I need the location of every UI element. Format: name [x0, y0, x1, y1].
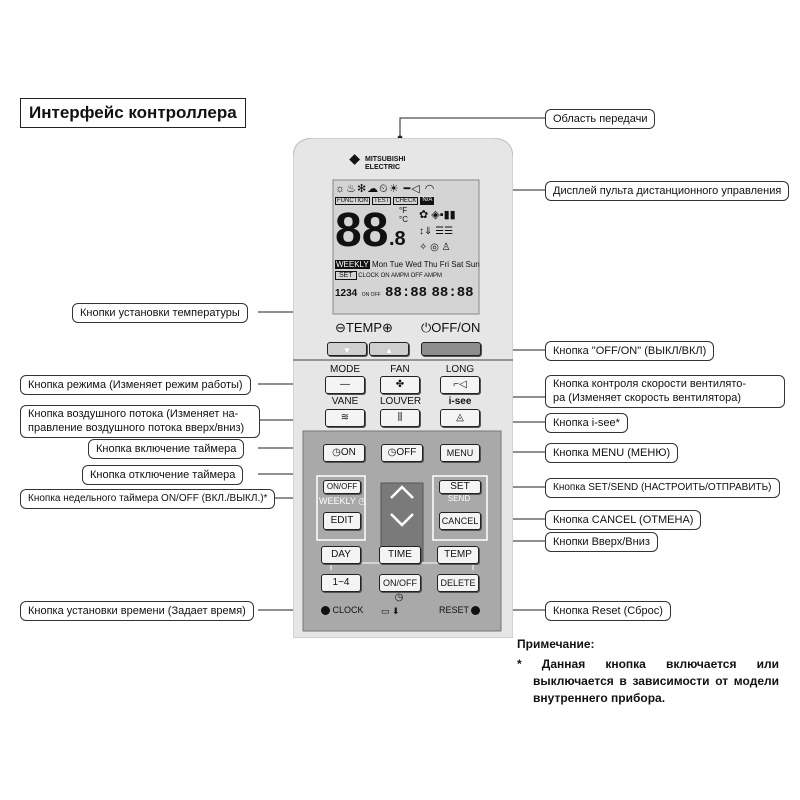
lcd-display: ☼♨✻☁⏲☀ ━◁ ◠ FUNCTION TEST CHECK N/A 88 .…: [335, 182, 480, 312]
louver-icon: ⫼: [397, 412, 403, 423]
mode-icons: ☼♨✻☁⏲☀ ━◁ ◠: [335, 183, 436, 195]
isee-indicator: ✧ ◎ ♙: [419, 242, 451, 253]
up-button[interactable]: [381, 483, 423, 522]
callout-temp-buttons: Кнопки установки температуры: [72, 303, 248, 323]
clock-button[interactable]: [321, 606, 330, 616]
temp-header: ⊖TEMP⊕: [335, 320, 393, 335]
temp-down-button[interactable]: ▼: [327, 342, 367, 356]
reset-button[interactable]: [471, 606, 481, 616]
remote-controller: ⯁ MITSUBISHI ELECTRIC ☼♨✻☁⏲☀ ━◁ ◠ FUNCTI…: [293, 138, 513, 638]
plus-icon: ⊕: [382, 320, 393, 335]
callout-timer-off: Кнопка отключение таймера: [82, 465, 244, 485]
temp-up-button[interactable]: ▲: [369, 342, 409, 356]
callout-cancel: Кнопка CANCEL (ОТМЕНА): [545, 510, 702, 530]
program-time-row: 1234 ON OFF 88:88 88:88: [335, 285, 474, 301]
mitsubishi-diamond-icon: ⯁: [349, 152, 361, 168]
note-body: * Данная кнопка включается или выключает…: [517, 657, 779, 705]
edit-button[interactable]: EDIT: [323, 512, 361, 530]
vane-label: VANE: [331, 396, 359, 407]
mode-button[interactable]: —: [325, 376, 365, 394]
clock-icon: ◷: [387, 447, 397, 458]
fan-speed-indicator: ✿ ◈▪▮▮: [419, 209, 456, 221]
callout-timer-on: Кнопка включение таймера: [88, 439, 245, 459]
long-label: LONG: [445, 364, 475, 375]
long-icon: ⌐◁: [453, 379, 467, 390]
callout-reset: Кнопка Reset (Сброс): [545, 601, 671, 621]
weekday-row: WEEKLY Mon Tue Wed Thu Fri Sat Sun: [335, 260, 480, 269]
long-button[interactable]: ⌐◁: [440, 376, 480, 394]
callout-mode: Кнопка режима (Изменяет режим работы): [20, 375, 251, 395]
callout-weekly: Кнопка недельного таймера ON/OFF (ВКЛ./В…: [20, 489, 276, 509]
clock-button-group: CLOCK: [321, 605, 364, 616]
callout-display: Дисплей пульта дистанционного управления: [545, 181, 790, 201]
callout-transmit: Область передачи: [545, 109, 656, 129]
reset-button-group: RESET: [439, 605, 481, 616]
line-transmit: [399, 117, 545, 138]
minus-icon: ⊖: [335, 320, 346, 335]
callout-clock: Кнопка установки времени (Задает время): [20, 601, 254, 621]
brand-logo: ⯁ MITSUBISHI ELECTRIC: [349, 152, 406, 171]
vane-button[interactable]: ≋: [325, 409, 365, 427]
callout-offon: Кнопка "OFF/ON" (ВЫКЛ/ВКЛ): [545, 341, 715, 361]
callout-menu: Кнопка MENU (МЕНЮ): [545, 443, 679, 463]
fan-button[interactable]: ✤: [380, 376, 420, 394]
offon-button[interactable]: [421, 342, 481, 356]
temp-program-button[interactable]: TEMP: [437, 546, 479, 564]
callout-setsend: Кнопка SET/SEND (НАСТРОИТЬ/ОТПРАВИТЬ): [545, 478, 780, 498]
vane-indicator: ↕⇓ ☰☰: [419, 226, 454, 237]
isee-label: i-see: [448, 396, 472, 407]
isee-icon: ◬: [456, 412, 464, 423]
cancel-button[interactable]: CANCEL: [439, 512, 481, 530]
timer-icon: ◷: [394, 592, 404, 603]
timer-off-button[interactable]: ◷OFF: [381, 444, 423, 462]
temperature-digits: 88: [335, 204, 389, 257]
temperature-decimal: .8: [389, 228, 406, 250]
lcd-function-row: FUNCTION TEST CHECK N/A: [335, 197, 435, 205]
menu-button[interactable]: MENU: [440, 444, 480, 462]
callout-isee: Кнопка i-see*: [545, 413, 628, 433]
program-number-button[interactable]: 1~4: [321, 574, 361, 592]
clock-icon: ◷: [358, 496, 367, 506]
fan-label: FAN: [390, 364, 410, 375]
chevron-up-icon: ▲: [385, 346, 393, 355]
weekly-onoff-button[interactable]: ON/OFF: [323, 480, 361, 494]
temperature-units: °F°C: [399, 206, 408, 224]
weekly-label: WEEKLY ◷: [319, 496, 367, 506]
delete-button[interactable]: DELETE: [437, 574, 479, 592]
chevron-down-icon: ▼: [343, 346, 351, 355]
power-icon: ⏻: [421, 320, 432, 335]
day-button[interactable]: DAY: [321, 546, 361, 564]
set-button[interactable]: SET: [439, 480, 481, 494]
callout-updown: Кнопки Вверх/Вниз: [545, 532, 658, 552]
fan-icon: ✤: [395, 379, 405, 390]
timer-on-button[interactable]: ◷ON: [323, 444, 365, 462]
battery-icon: ▭ ⬇: [381, 606, 400, 616]
footnote: Примечание: * Данная кнопка включается и…: [517, 636, 779, 707]
louver-button[interactable]: ⫼: [380, 409, 420, 427]
mode-label: MODE: [330, 364, 360, 375]
note-title: Примечание:: [517, 637, 595, 651]
lcd-clock-row: SET CLOCK ON AMPM OFF AMPM: [335, 271, 442, 280]
louver-label: LOUVER: [380, 396, 422, 407]
offon-header: ⏻OFF/ON: [421, 320, 481, 335]
clock-icon: ◷: [332, 447, 341, 458]
time-button[interactable]: TIME: [379, 546, 421, 564]
callout-fan: Кнопка контроля скорости вентилято-ра (И…: [545, 375, 785, 408]
isee-button[interactable]: ◬: [440, 409, 480, 427]
vane-icon: ≋: [340, 412, 350, 423]
callout-vane: Кнопка воздушного потока (Изменяет на-пр…: [20, 405, 260, 438]
page-title: Интерфейс контроллера: [20, 98, 246, 128]
program-onoff-button[interactable]: ON/OFF: [379, 574, 421, 592]
send-label: SEND: [447, 494, 471, 503]
